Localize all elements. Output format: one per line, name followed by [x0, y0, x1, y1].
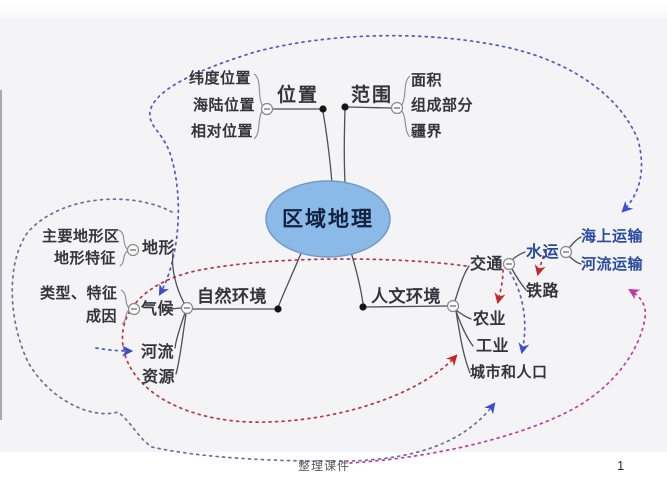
node-natural-environment[interactable]: 自然环境 — [197, 287, 267, 306]
annotation-curve-to-city-left-arrow — [509, 271, 530, 355]
node-type-features[interactable]: 类型、特征 — [40, 286, 118, 302]
node-climate[interactable]: 气候 — [141, 301, 175, 318]
node-main-landform-regions[interactable]: 主要地形区 — [42, 229, 120, 245]
node-rivers[interactable]: 河流 — [141, 344, 175, 361]
node-central-topic-label[interactable]: 区域地理 — [282, 207, 374, 231]
node-water-transport[interactable]: 水运 — [526, 244, 560, 261]
node-position[interactable]: 位置 — [277, 85, 320, 106]
collapse-minus-icon[interactable] — [127, 302, 141, 316]
edge-shuiyun-heyun — [568, 255, 582, 265]
node-transportation[interactable]: 交通 — [470, 256, 504, 273]
edge-center-to-ziran — [278, 250, 303, 306]
junction-dot-icon — [274, 305, 282, 313]
node-causes[interactable]: 成因 — [86, 309, 118, 325]
annotation-stub-to-agriculture — [494, 269, 506, 305]
node-agriculture[interactable]: 农业 — [473, 311, 507, 328]
junction-dot-icon — [319, 105, 327, 113]
node-human-environment[interactable]: 人文环境 — [371, 287, 441, 306]
annotation-curve-climate-to-sea-transport — [149, 34, 643, 296]
junction-dot-icon — [359, 303, 367, 311]
node-border[interactable]: 疆界 — [411, 124, 443, 140]
edge-renwen-chengshi — [455, 310, 471, 374]
edge-fanwei — [347, 106, 392, 109]
collapse-minus-icon[interactable] — [390, 101, 404, 115]
slide-bottom-margin — [0, 452, 667, 500]
node-relative-position[interactable]: 相对位置 — [191, 124, 254, 140]
slide-top-margin — [0, 0, 667, 18]
annotation-curve-magenta-to-river-transport — [349, 288, 647, 464]
edge-renwen — [365, 305, 448, 308]
edge-jiaotong-tielu — [511, 268, 527, 291]
collapse-minus-icon[interactable] — [559, 245, 573, 259]
node-landform[interactable]: 地形 — [142, 240, 176, 257]
edge-shuiyun-haiyun — [568, 236, 582, 249]
collapse-minus-icon[interactable] — [260, 102, 274, 116]
node-latitude-position[interactable]: 纬度位置 — [189, 71, 252, 87]
node-industry[interactable]: 工业 — [476, 338, 510, 355]
annotation-stub-to-railway — [534, 249, 546, 277]
node-area[interactable]: 面积 — [411, 73, 443, 89]
collapse-minus-icon[interactable] — [180, 301, 194, 315]
edge-renwen-gongye — [455, 310, 474, 347]
edge-weizhi-to-center — [322, 111, 333, 184]
collapse-minus-icon[interactable] — [502, 257, 516, 271]
node-railway[interactable]: 铁路 — [526, 283, 560, 300]
edge-ziran-qihou — [169, 307, 182, 310]
annotation-stub-to-river — [95, 345, 134, 357]
slide-page-number: 1 — [617, 458, 625, 473]
edge-ziran-ziyuan — [175, 313, 187, 375]
node-land-sea-position[interactable]: 海陆位置 — [193, 98, 256, 114]
node-cities-population[interactable]: 城市和人口 — [470, 365, 548, 381]
collapse-minus-icon[interactable] — [126, 243, 140, 257]
node-sea-transport[interactable]: 海上运输 — [581, 229, 644, 245]
node-components[interactable]: 组成部分 — [411, 98, 474, 114]
edge-fanwei-to-center — [343, 109, 346, 184]
edge-renwen-jiaotong — [454, 265, 470, 302]
annotation-curve-red-loop-to-industry — [121, 258, 467, 423]
edge-ziran-heliu — [174, 312, 186, 349]
brace-dixing-children — [118, 229, 129, 267]
central-topic-node[interactable] — [265, 180, 391, 258]
junction-dot-icon — [341, 103, 349, 111]
edge-jiaotong-shuiyun — [511, 251, 526, 261]
edge-center-to-renwen — [350, 251, 364, 304]
node-landform-features[interactable]: 地形特征 — [54, 251, 117, 267]
node-resources[interactable]: 资源 — [142, 369, 176, 386]
edge-ziran-dixing — [171, 252, 185, 304]
edge-renwen-nongye — [455, 309, 472, 320]
slide-left-border — [0, 90, 2, 420]
slide-footer-text: 整理课件 — [298, 459, 351, 473]
node-river-transport[interactable]: 河流运输 — [581, 257, 644, 273]
collapse-minus-icon[interactable] — [446, 299, 460, 313]
node-scope[interactable]: 范围 — [351, 85, 394, 106]
